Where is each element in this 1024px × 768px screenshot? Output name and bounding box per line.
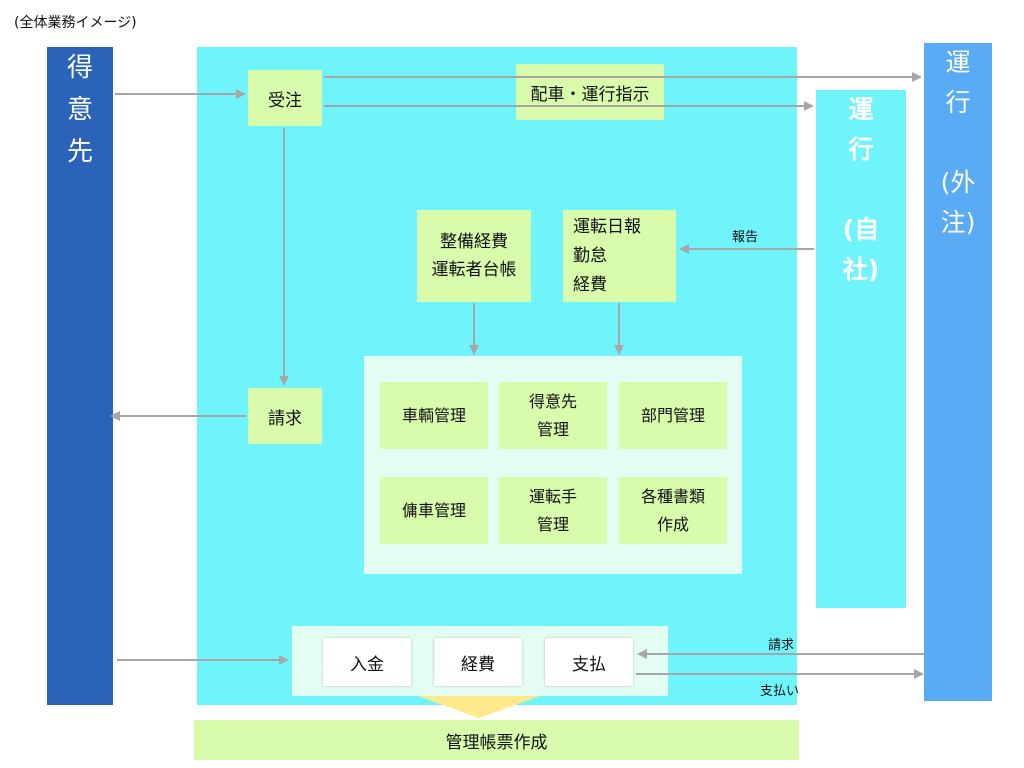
maintenance-box: 整備経費 運転者台帳 (417, 210, 531, 302)
client-label-char: 意 (66, 95, 93, 125)
module-line: 作成 (656, 514, 689, 534)
diagram-caption: (全体業務イメージ) (14, 15, 137, 31)
module-line: 管理 (536, 514, 569, 534)
billing-box: 請求 (248, 388, 322, 444)
daily-report-line: 運転日報 (573, 217, 641, 237)
external-operation-label: 運 行 (外 注) (924, 43, 992, 243)
own-label-char: 行 (848, 135, 874, 164)
own-label-char: (自 (842, 215, 880, 244)
maintenance-line: 整備経費 (440, 232, 508, 252)
client-label-char: 先 (66, 137, 93, 167)
module-line: 運転手 (528, 486, 577, 506)
module-line: 管理 (536, 419, 569, 439)
invoice-arrow-label: 請求 (768, 638, 795, 653)
payout-arrow-label: 支払い (760, 684, 800, 699)
client-label-char: 得 (66, 53, 93, 83)
order-box: 受注 (248, 70, 322, 126)
own-label-char: 運 (848, 95, 874, 124)
external-operation-column (924, 43, 992, 701)
module-line: 得意先 (528, 391, 577, 411)
daily-report-line: 経費 (573, 275, 607, 295)
module-documents: 各種書類 作成 (619, 477, 727, 544)
ext-label-char: 行 (945, 88, 971, 117)
own-label-char: 社) (842, 255, 880, 284)
client-column (47, 47, 113, 705)
module-department: 部門管理 (619, 382, 727, 449)
payment-box: 支払 (545, 638, 633, 686)
ext-label-char: 運 (945, 48, 971, 77)
maintenance-line: 運転者台帳 (431, 260, 517, 280)
module-charter: 傭車管理 (380, 477, 488, 544)
expense-box: 経費 (434, 638, 522, 686)
module-line: 各種書類 (640, 486, 705, 506)
module-client: 得意先 管理 (499, 382, 607, 449)
down-triangle (418, 696, 540, 718)
daily-report-box: 運転日報 勤怠 経費 (563, 210, 676, 302)
ext-label-char: (外 (940, 168, 976, 197)
report-arrow-label: 報告 (732, 230, 759, 245)
ext-label-char: 注) (940, 208, 976, 237)
own-operation-label: 運 行 (自 社) (816, 90, 906, 290)
client-column-label: 得 意 先 (47, 47, 113, 173)
module-vehicle: 車輌管理 (380, 382, 488, 449)
dispatch-box: 配車・運行指示 (516, 64, 664, 120)
own-operation-column (816, 90, 906, 608)
deposit-box: 入金 (323, 638, 411, 686)
daily-report-line: 勤怠 (573, 246, 607, 266)
report-bar: 管理帳票作成 (194, 720, 799, 760)
module-driver: 運転手 管理 (499, 477, 607, 544)
